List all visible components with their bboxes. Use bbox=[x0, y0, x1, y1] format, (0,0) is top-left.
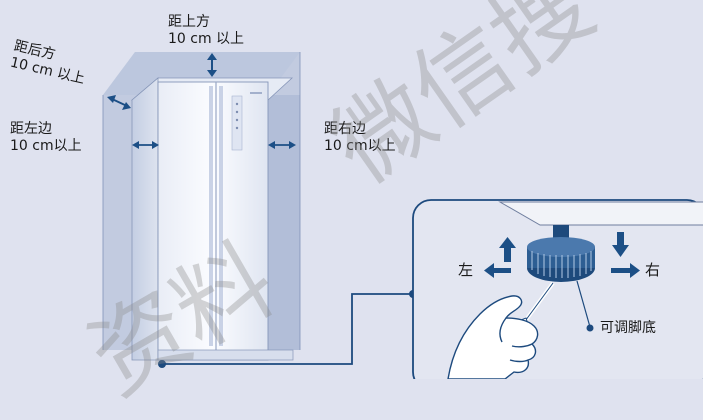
top-clearance-line1: 距上方 bbox=[168, 14, 210, 30]
right-clearance-line2: 10 cm以上 bbox=[324, 138, 396, 154]
left-clearance-line2: 10 cm以上 bbox=[10, 138, 82, 154]
fridge-illustration bbox=[130, 77, 294, 361]
arrow-right-icon bbox=[611, 263, 640, 278]
adjustable-foot-label: 可调脚底 bbox=[600, 320, 656, 336]
fridge-installation-diagram: 距上方 10 cm 以上 距后方 10 cm 以上 距左边 10 cm以上 距右… bbox=[9, 0, 703, 416]
foot-leader-line bbox=[576, 280, 594, 332]
top-clearance-label: 距上方 10 cm 以上 bbox=[168, 14, 244, 48]
arrow-left-icon bbox=[484, 263, 511, 278]
right-clearance-label: 距右边 10 cm以上 bbox=[324, 121, 396, 155]
clearance-arrows bbox=[107, 53, 296, 149]
hand-icon bbox=[447, 295, 539, 379]
direction-left-label: 左 bbox=[458, 261, 474, 279]
arrow-down-icon bbox=[612, 232, 629, 257]
right-clearance-line1: 距右边 bbox=[324, 121, 366, 137]
direction-right-label: 右 bbox=[645, 261, 661, 279]
left-clearance-line1: 距左边 bbox=[10, 121, 52, 137]
arrow-up-icon bbox=[499, 237, 516, 262]
left-clearance-label: 距左边 10 cm以上 bbox=[10, 121, 82, 155]
top-clearance-line2: 10 cm 以上 bbox=[168, 31, 245, 47]
